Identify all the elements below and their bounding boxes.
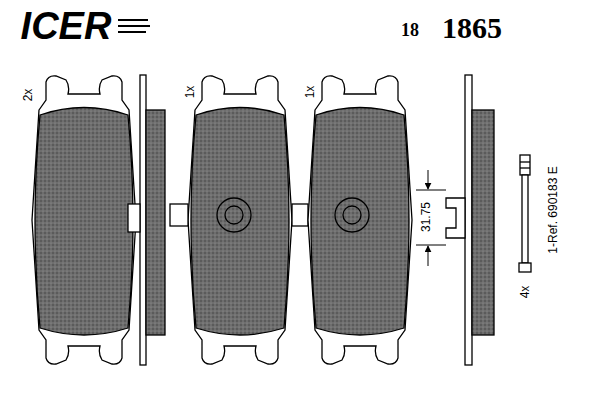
quantity-label: 2x <box>22 89 34 102</box>
quantity-label: 1x <box>184 86 196 99</box>
brake-pad-side <box>128 75 165 365</box>
dimension-label: 31.75 <box>420 202 432 232</box>
brake-pad-front <box>32 76 136 364</box>
part-prefix: 18 <box>401 21 419 39</box>
brake-pad-side <box>446 75 494 365</box>
brand-logo: ICER <box>21 7 112 45</box>
brake-pad-front <box>308 76 412 364</box>
quantity-label: 1x <box>304 86 316 99</box>
dimension-lines <box>416 170 446 266</box>
part-number: 1865 <box>442 13 502 43</box>
brake-pad-front <box>170 76 308 364</box>
wear-sensor <box>519 155 531 272</box>
logo-lines <box>118 20 150 32</box>
reference-label: 1-Ref. 690183 E <box>547 166 559 253</box>
quantity-label: 4x <box>519 286 531 299</box>
